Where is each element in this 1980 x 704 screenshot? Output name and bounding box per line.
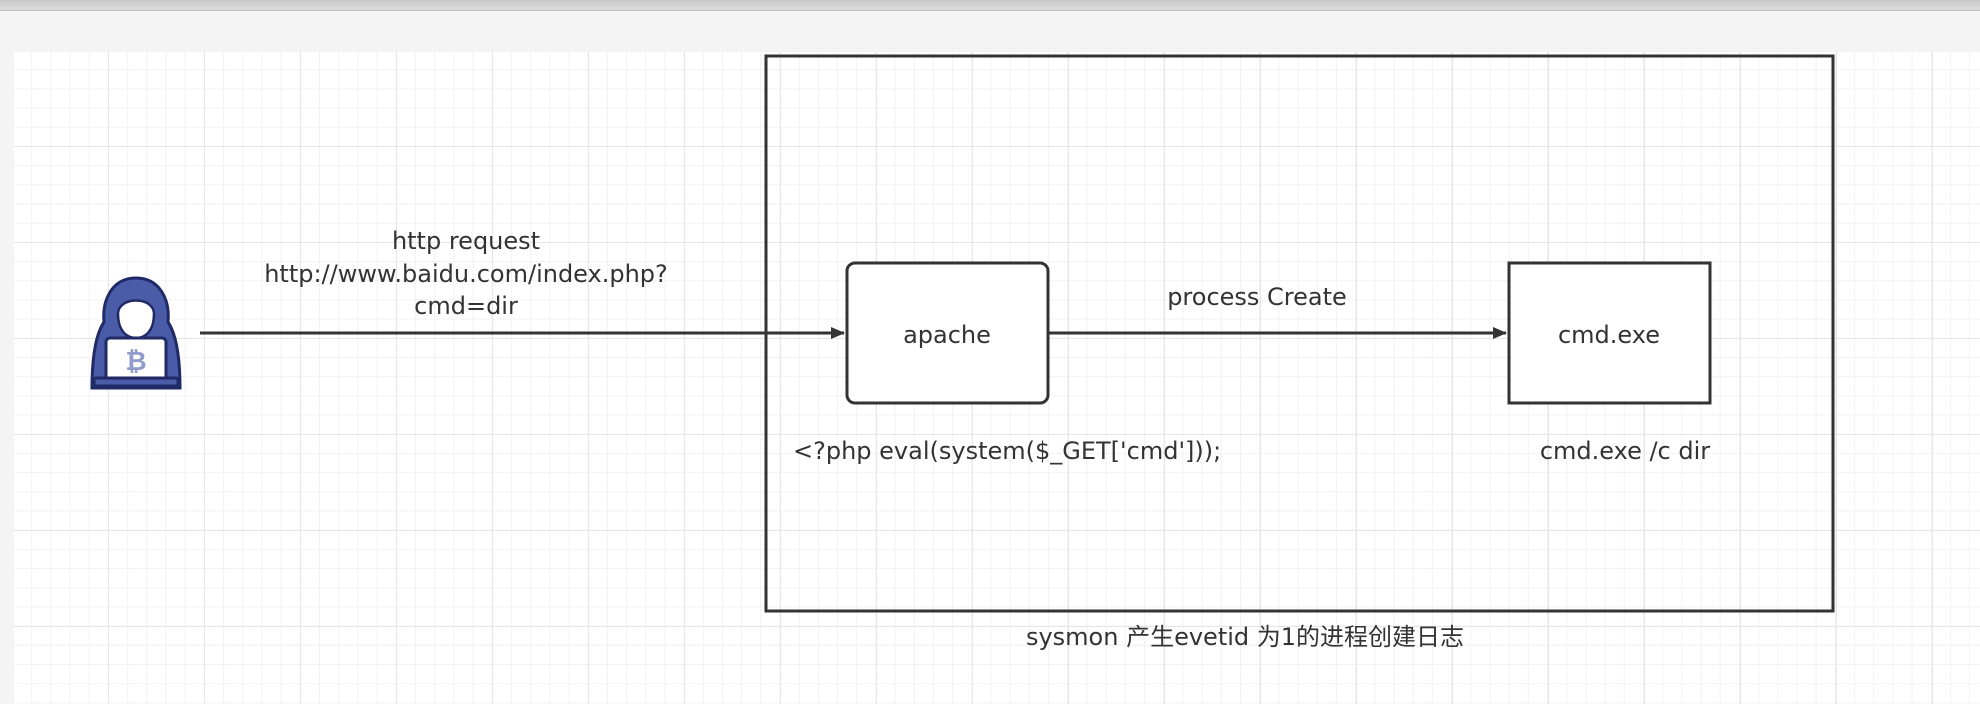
cmd-command-text: cmd.exe /c dir	[1540, 437, 1710, 465]
apache-node-label: apache	[903, 321, 991, 349]
php-code-text: <?php eval(system($_GET['cmd']));	[793, 437, 1221, 465]
hacker-icon[interactable]: ₿	[90, 276, 182, 390]
cmd-node[interactable]	[1507, 261, 1712, 405]
cmd-node-label: cmd.exe	[1558, 321, 1660, 349]
request-label-line3: cmd=dir	[414, 292, 518, 320]
request-label-line1: http request	[392, 227, 540, 255]
process-create-label: process Create	[1167, 283, 1347, 311]
container-caption: sysmon 产生evetid 为1的进程创建日志	[1026, 623, 1464, 651]
request-label-line2: http://www.baidu.com/index.php?	[264, 260, 668, 288]
bitcoin-icon: ₿	[125, 347, 146, 377]
toolbar-strip	[0, 0, 1980, 11]
sysmon-container[interactable]	[764, 54, 1835, 613]
